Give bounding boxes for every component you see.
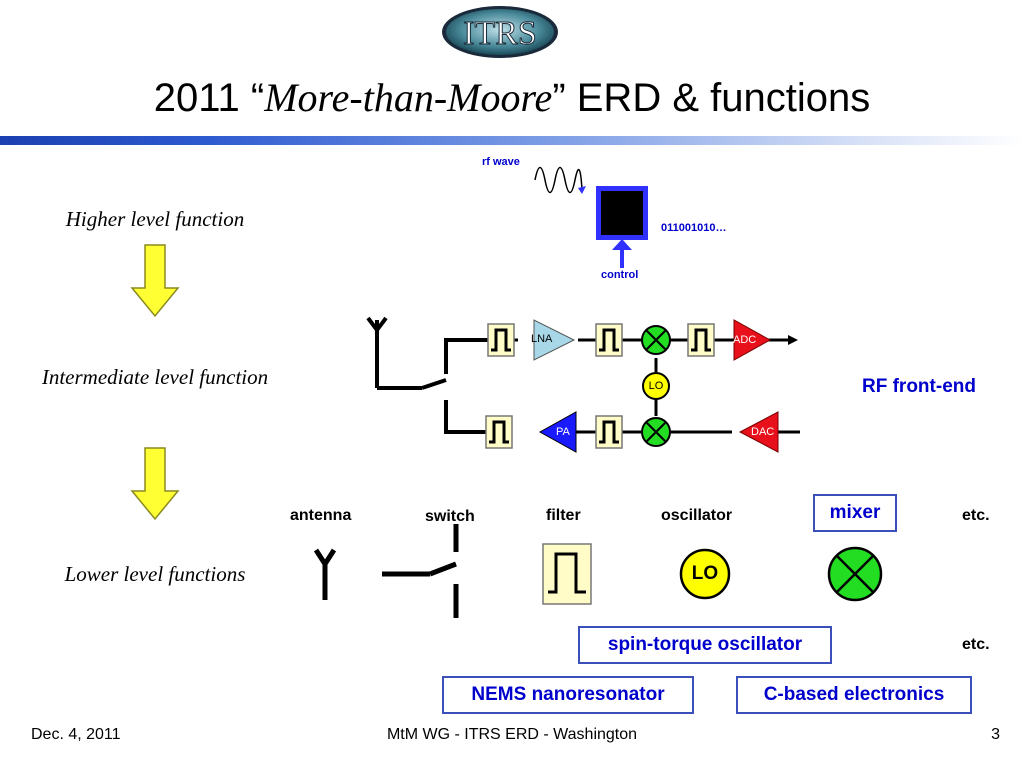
down-arrow-1 bbox=[130, 244, 180, 318]
oscillator-symbol-label: LO bbox=[691, 563, 719, 584]
filter-label: filter bbox=[546, 507, 581, 524]
etc-label-1: etc. bbox=[962, 507, 990, 524]
filter-icon bbox=[595, 323, 623, 357]
filter-icon bbox=[542, 543, 592, 605]
filter-icon bbox=[485, 415, 513, 449]
switch-icon bbox=[382, 524, 459, 618]
etc-label-2: etc. bbox=[962, 636, 990, 653]
switch-label: switch bbox=[425, 508, 475, 525]
filter-icon bbox=[595, 415, 623, 449]
mixer-icon bbox=[641, 417, 671, 447]
page-number: 3 bbox=[991, 726, 1000, 743]
control-arrow-icon bbox=[612, 239, 632, 250]
title-band bbox=[0, 136, 1024, 145]
c-based-box: C-based electronics bbox=[736, 676, 972, 714]
footer-date: Dec. 4, 2011 bbox=[31, 726, 121, 743]
pa-label: PA bbox=[556, 426, 570, 438]
level-lower: Lower level functions bbox=[64, 562, 246, 586]
digital-output-label: 011001010… bbox=[661, 222, 727, 234]
filter-icon bbox=[687, 323, 715, 357]
wave-arrowhead-icon bbox=[578, 186, 586, 194]
antenna-icon bbox=[366, 316, 422, 390]
page-title: 2011 “More-than-Moore” ERD & functions bbox=[0, 74, 1024, 121]
rf-front-end-diagram bbox=[366, 316, 800, 453]
adc-label: ADC bbox=[733, 334, 757, 346]
pa-icon bbox=[538, 411, 577, 453]
mixer-icon bbox=[827, 546, 883, 602]
level-higher: Higher level function bbox=[65, 207, 245, 231]
rf-wave-label: rf wave bbox=[482, 156, 520, 168]
down-arrow-2 bbox=[130, 447, 180, 521]
switch-icon bbox=[421, 338, 488, 434]
oscillator-label: oscillator bbox=[661, 507, 733, 524]
lna-label: LNA bbox=[531, 333, 553, 345]
title-prefix: 2011 “ bbox=[153, 76, 265, 120]
adc-icon bbox=[733, 319, 772, 361]
spin-torque-box: spin-torque oscillator bbox=[578, 626, 832, 664]
logo-text: ITRS bbox=[463, 15, 537, 52]
itrs-logo: ITRS bbox=[442, 6, 558, 58]
antenna-icon bbox=[313, 548, 337, 600]
dac-icon bbox=[738, 411, 779, 453]
chip-inner bbox=[601, 191, 643, 235]
dac-label: DAC bbox=[751, 426, 775, 438]
component-symbols bbox=[313, 524, 883, 618]
lo-icon bbox=[642, 372, 670, 400]
filter-icon bbox=[487, 323, 515, 357]
lna-icon bbox=[533, 319, 576, 361]
oscillator-icon bbox=[679, 548, 731, 600]
rf-front-end-caption: RF front-end bbox=[862, 376, 976, 397]
rf-wave-icon bbox=[534, 166, 583, 194]
adc-block-diagram bbox=[534, 166, 648, 268]
control-label: control bbox=[601, 269, 639, 281]
antenna-label: antenna bbox=[290, 507, 352, 524]
level-intermediate: Intermediate level function bbox=[41, 365, 269, 389]
title-italic: More-than-Moore bbox=[264, 75, 553, 120]
title-suffix: ” ERD & functions bbox=[552, 76, 871, 120]
mixer-box: mixer bbox=[813, 494, 897, 532]
lo-label: LO bbox=[648, 380, 664, 392]
nems-box: NEMS nanoresonator bbox=[442, 676, 694, 714]
mixer-icon bbox=[641, 325, 671, 355]
footer-center: MtM WG - ITRS ERD - Washington bbox=[386, 726, 638, 743]
